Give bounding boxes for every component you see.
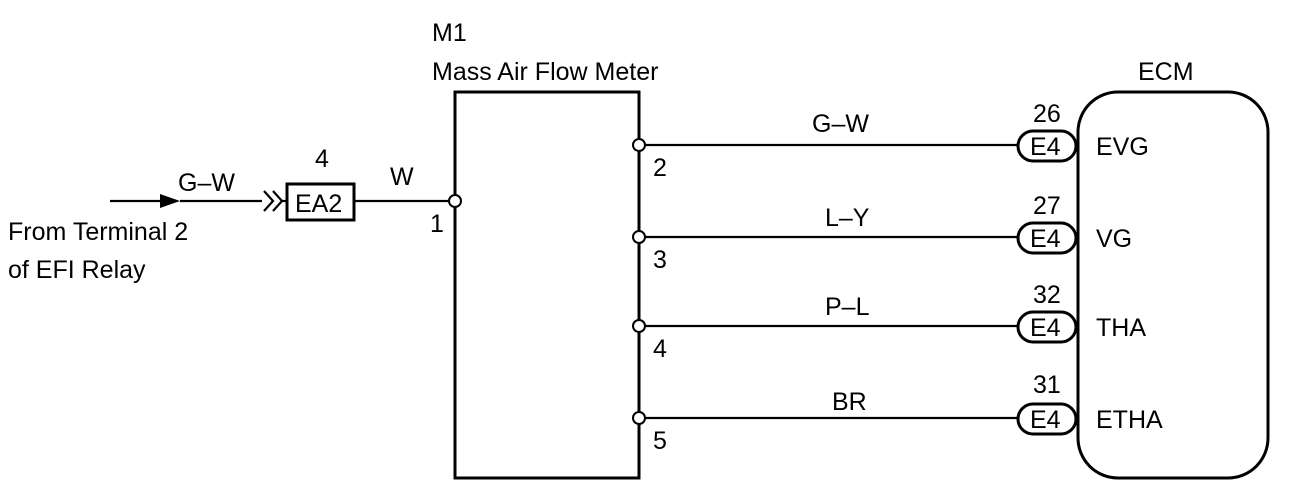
ecm-pin: 32	[1033, 281, 1061, 309]
wire-color: P–L	[825, 293, 870, 321]
ecm-signal: EVG	[1096, 133, 1149, 161]
ecm-connector	[1016, 221, 1078, 255]
connection-row-4: 4 P–L 32 E4 THA	[632, 281, 1146, 363]
connection-row-2: 2 G–W 26 E4 EVG	[632, 100, 1149, 182]
meter-terminal	[632, 319, 646, 333]
ecm-connector	[1016, 402, 1078, 436]
flow-arrow-icon	[160, 194, 180, 208]
meter-pin: 4	[653, 335, 667, 363]
connection-row-5: 5 BR 31 E4 ETHA	[632, 371, 1163, 455]
junction-pin: 4	[315, 145, 329, 173]
source-label-line2: of EFI Relay	[8, 256, 146, 284]
wire-color: BR	[832, 388, 867, 416]
ecm-connector	[1016, 129, 1078, 163]
source-label-line1: From Terminal 2	[8, 218, 188, 246]
meter-pin: 2	[653, 154, 667, 182]
connector-chevron-icon	[263, 190, 275, 212]
component-name: Mass Air Flow Meter	[432, 58, 658, 86]
ecm-signal: THA	[1096, 314, 1146, 342]
wire-color: G–W	[812, 110, 869, 138]
mass-air-flow-meter-box	[453, 90, 641, 480]
meter-terminal	[632, 411, 646, 425]
ecm-signal: ETHA	[1096, 406, 1163, 434]
ecm-connector	[1016, 310, 1078, 344]
ecm-signal: VG	[1096, 225, 1132, 253]
input-pin-number: 1	[430, 210, 444, 238]
ecm-pin: 27	[1033, 192, 1061, 220]
meter-terminal	[632, 138, 646, 152]
ecm-pin: 31	[1033, 371, 1061, 399]
meter-pin: 3	[653, 246, 667, 274]
meter-terminal	[632, 230, 646, 244]
input-terminal	[448, 194, 462, 208]
connection-row-3: 3 L–Y 27 E4 VG	[632, 192, 1132, 274]
ecm-label: ECM	[1138, 58, 1194, 86]
source-wire-color: G–W	[178, 169, 235, 197]
meter-pin: 5	[653, 427, 667, 455]
component-id: M1	[432, 19, 467, 47]
ecm-connector-label: E4	[1030, 225, 1061, 253]
junction-wire-color: W	[390, 163, 414, 191]
ecm-pin: 26	[1033, 100, 1061, 128]
ecm-connector-label: E4	[1030, 133, 1061, 161]
ecm-box	[1076, 90, 1270, 480]
junction-label: EA2	[295, 190, 342, 218]
ecm-connector-label: E4	[1030, 406, 1061, 434]
wire-color: L–Y	[825, 204, 870, 232]
ecm-connector-label: E4	[1030, 314, 1061, 342]
